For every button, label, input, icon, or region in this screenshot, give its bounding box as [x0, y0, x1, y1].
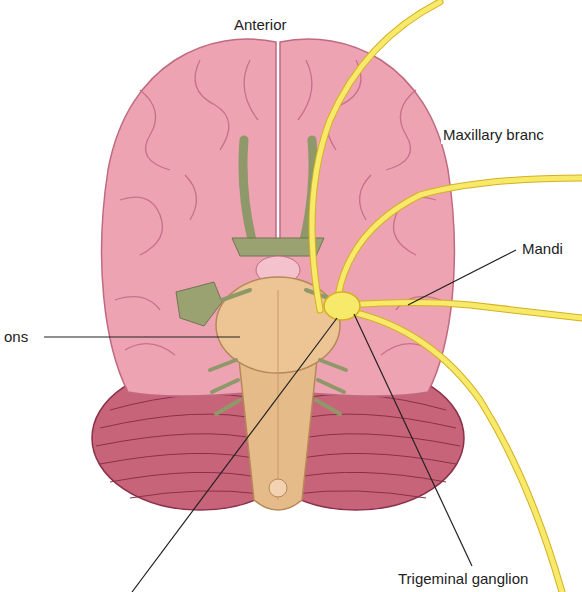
- leader-lines: [44, 250, 516, 592]
- part-label: ons: [2, 328, 30, 346]
- part-label: Maxillary branc: [441, 126, 546, 144]
- part-label: Mandi: [520, 240, 565, 258]
- orientation-label: Anterior: [232, 16, 289, 34]
- trigeminal-nerve: [312, 2, 582, 592]
- part-label: Trigeminal ganglion: [396, 570, 530, 588]
